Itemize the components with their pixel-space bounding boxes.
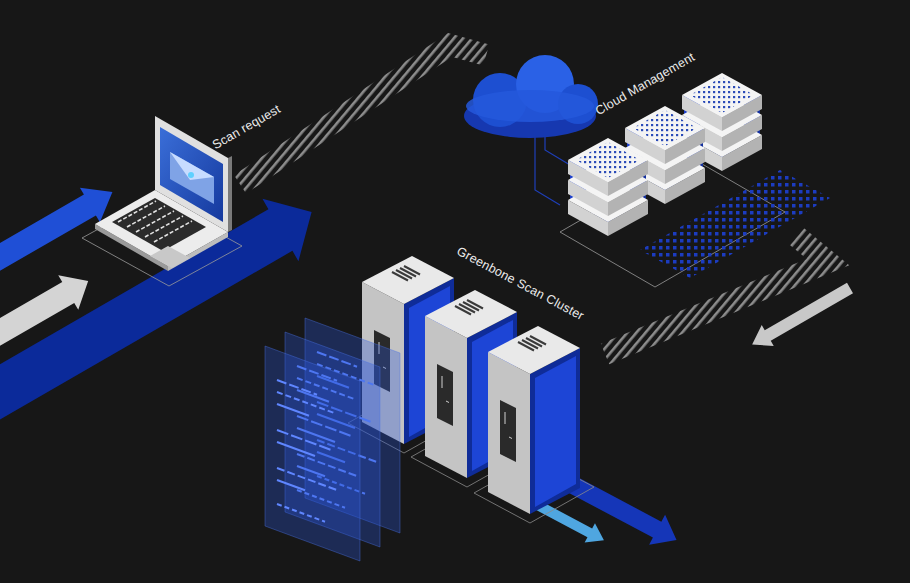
laptop-node: Scan request [60, 110, 240, 275]
node-label: Scan request [210, 102, 283, 153]
flow-arrow [746, 278, 856, 355]
node-label: Greenbone Scan Cluster [454, 244, 586, 324]
report-sheets [265, 318, 400, 561]
scan-cluster-node: Greenbone Scan Cluster [355, 240, 605, 525]
cloud-management-node: Cloud Management [470, 55, 795, 255]
server-stack [568, 138, 648, 236]
node-label: Cloud Management [593, 50, 698, 119]
flow-arrow [0, 264, 98, 373]
server-rack [474, 326, 594, 523]
